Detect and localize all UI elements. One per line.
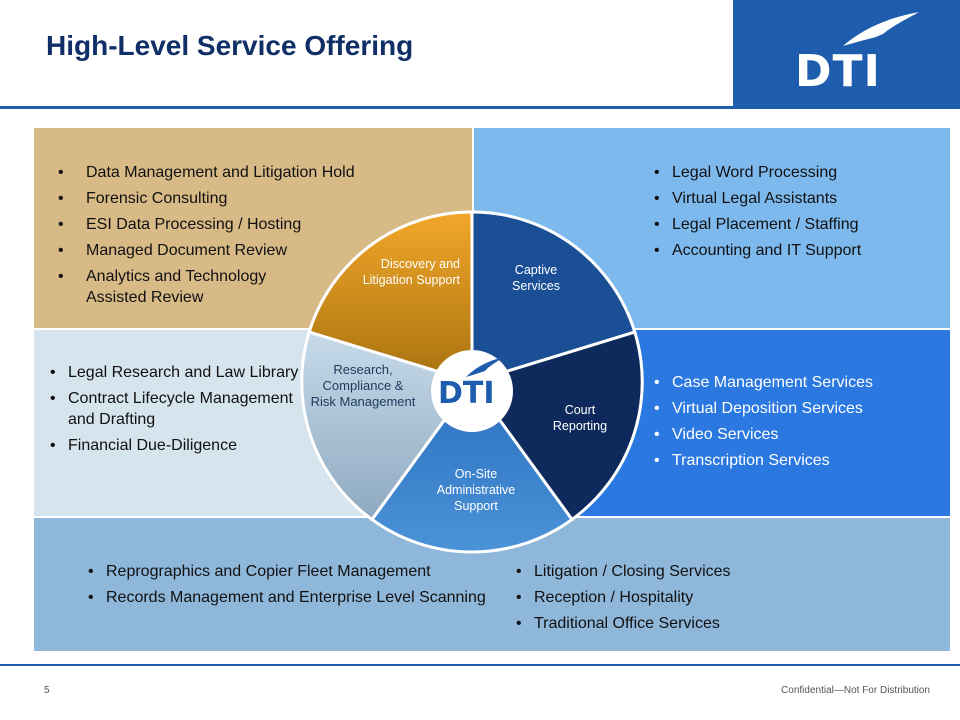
list-item: Case Management Services	[654, 372, 934, 393]
center-logo: DTI	[431, 350, 513, 432]
confidential-notice: Confidential—Not For Distribution	[781, 685, 930, 696]
list-item: Contract Lifecycle Management and Drafti…	[50, 388, 300, 430]
list-item: Virtual Deposition Services	[654, 398, 934, 419]
list-item: Video Services	[654, 424, 934, 445]
label-onsite: On-Site Administrative Support	[436, 467, 516, 513]
wheel-segment-court	[469, 330, 644, 522]
list-item: Accounting and IT Support	[654, 240, 934, 261]
dti-logo: DTI	[733, 0, 960, 106]
wheel-segment-onsite	[369, 379, 575, 554]
service-wheel	[300, 210, 644, 554]
list-item: Managed Document Review	[58, 240, 418, 261]
research-list: Legal Research and Law Library Contract …	[50, 362, 300, 461]
label-captive: Captive Services	[512, 263, 560, 293]
list-item: Legal Placement / Staffing	[654, 214, 934, 235]
list-item: Data Management and Litigation Hold	[58, 162, 418, 183]
list-item: Forensic Consulting	[58, 188, 418, 209]
wheel-segment-captive	[470, 210, 637, 385]
page-title: High-Level Service Offering	[46, 30, 414, 61]
center-logo-text: DTI	[438, 376, 495, 411]
onsite-list-right: Litigation / Closing Services Reception …	[516, 561, 816, 639]
label-research: Research, Compliance & Risk Management	[310, 362, 416, 409]
list-item: Analytics and Technology Assisted Review	[58, 266, 316, 308]
page-number: 5	[44, 685, 50, 696]
list-item: Records Management and Enterprise Level …	[88, 587, 498, 608]
list-item: Litigation / Closing Services	[516, 561, 816, 582]
onsite-list-left: Reprographics and Copier Fleet Managemen…	[88, 561, 498, 613]
wheel-segment-discovery	[307, 210, 474, 385]
list-item: Reception / Hospitality	[516, 587, 816, 608]
list-item: ESI Data Processing / Hosting	[58, 214, 418, 235]
list-item: Financial Due-Diligence	[50, 435, 300, 456]
footer-divider	[0, 664, 960, 666]
list-item: Legal Research and Law Library	[50, 362, 300, 383]
label-court: Court Reporting	[552, 403, 608, 433]
label-discovery: Discovery and Litigation Support	[362, 257, 460, 287]
list-item: Transcription Services	[654, 450, 934, 471]
list-item: Legal Word Processing	[654, 162, 934, 183]
wheel-segment-research	[300, 330, 475, 522]
captive-list: Legal Word Processing Virtual Legal Assi…	[654, 162, 934, 266]
list-item: Reprographics and Copier Fleet Managemen…	[88, 561, 498, 582]
list-item: Virtual Legal Assistants	[654, 188, 934, 209]
court-list: Case Management Services Virtual Deposit…	[654, 372, 934, 476]
logo-text: DTI	[795, 46, 881, 97]
eagle-wing-icon	[843, 12, 920, 46]
discovery-list: Data Management and Litigation Hold Fore…	[58, 162, 418, 313]
header-divider	[0, 106, 960, 109]
eagle-wing-icon	[466, 357, 504, 377]
list-item: Traditional Office Services	[516, 613, 816, 634]
